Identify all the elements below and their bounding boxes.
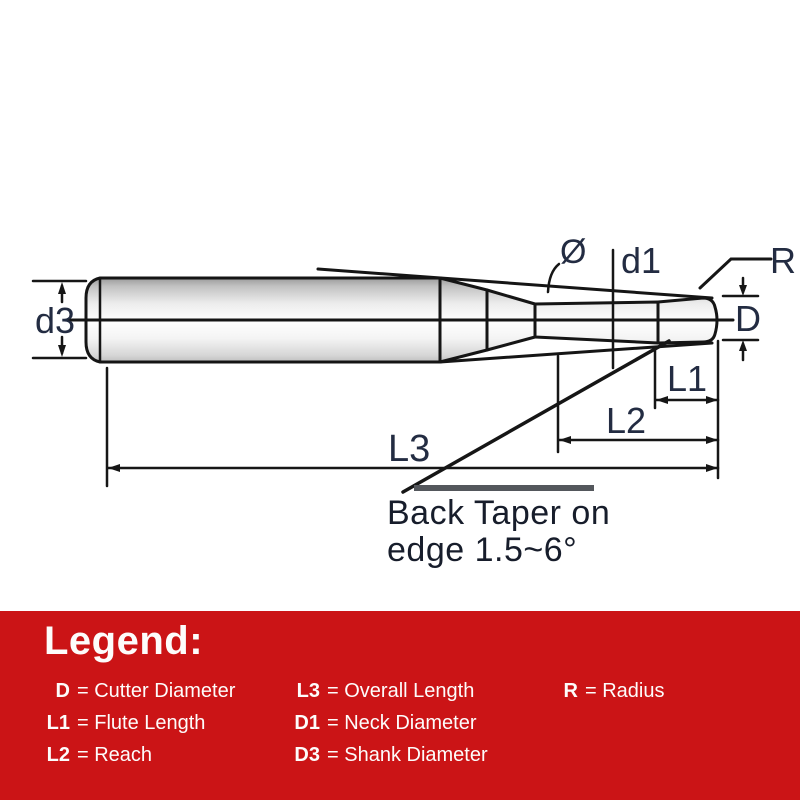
l1-label: L1	[667, 358, 707, 399]
legend-desc: = Cutter Diameter	[77, 680, 236, 702]
legend-desc: = Flute Length	[77, 712, 206, 734]
diameter-symbol-leader	[546, 262, 561, 294]
d-label: D	[735, 298, 761, 339]
d3-dimension	[31, 279, 88, 360]
radius-label: R	[770, 240, 796, 281]
back-taper-note-line2: edge 1.5~6°	[387, 531, 577, 569]
legend-key: D1	[294, 712, 320, 734]
legend-item: L1 = Flute Length	[42, 707, 235, 739]
legend-column-3: R = Radius	[550, 675, 665, 707]
d3-label: d3	[35, 300, 75, 341]
legend-desc: = Reach	[77, 744, 153, 766]
back-taper-envelope-bottom	[438, 341, 714, 364]
legend-title: Legend:	[44, 619, 204, 663]
radius-leader	[698, 257, 773, 290]
back-taper-leader	[401, 339, 671, 494]
legend-panel: Legend: D = Cutter Diameter L1 = Flute Len…	[0, 611, 800, 800]
legend-desc: = Radius	[585, 680, 665, 702]
back-taper-note-line1: Back Taper on	[387, 494, 610, 532]
legend-desc: = Overall Length	[327, 680, 475, 702]
legend-item: R = Radius	[550, 675, 665, 707]
legend-desc: = Neck Diameter	[327, 712, 477, 734]
legend-key: R	[563, 680, 578, 702]
tool-neck	[533, 300, 660, 345]
legend-item: L2 = Reach	[42, 739, 235, 771]
legend-column-2: L3 = Overall Length D1 = Neck Diameter D3 =…	[292, 675, 488, 771]
legend-item: D3 = Shank Diameter	[292, 739, 488, 771]
legend-key: L3	[296, 680, 320, 702]
d-dimension	[721, 276, 760, 362]
legend-item: D = Cutter Diameter	[42, 675, 236, 707]
tool-drawing: d3 Ø d1 R D L1 L2 L3 Back Taper on edge …	[31, 233, 796, 569]
d1-label: d1	[621, 240, 661, 281]
legend-item: L3 = Overall Length	[292, 675, 488, 707]
l1-dimension	[653, 345, 720, 410]
l3-dimension	[105, 366, 720, 488]
back-taper-envelope-top	[316, 267, 714, 300]
legend-key: L1	[46, 712, 70, 734]
legend-item: D1 = Neck Diameter	[292, 707, 488, 739]
legend-desc: = Shank Diameter	[327, 744, 488, 766]
l2-label: L2	[606, 400, 646, 441]
legend-column-1: D = Cutter Diameter L1 = Flute Length L2 = …	[42, 675, 236, 771]
l3-label: L3	[388, 428, 430, 470]
legend-key: D3	[294, 744, 320, 766]
legend-key: L2	[46, 744, 70, 766]
legend-key: D	[55, 680, 70, 702]
diameter-symbol-label: Ø	[560, 233, 586, 271]
